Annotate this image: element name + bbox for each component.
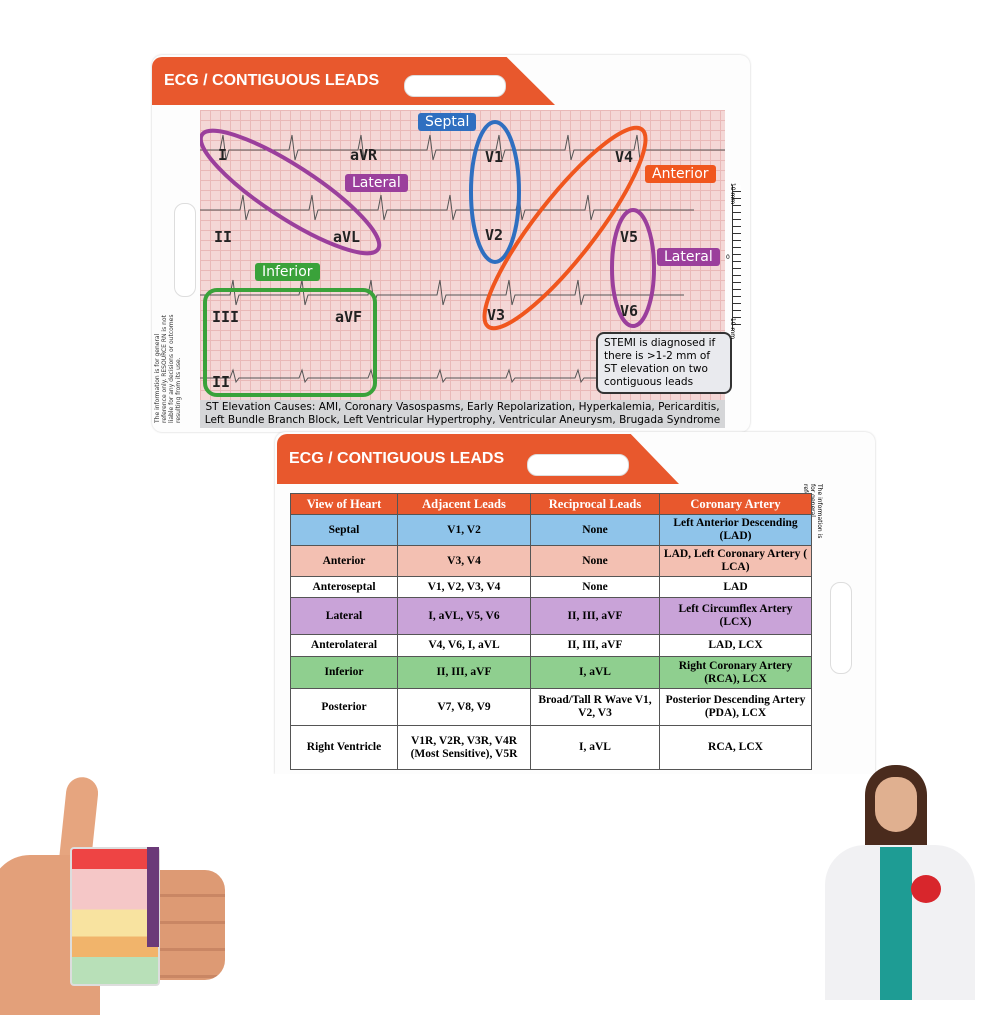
table-cell: I, aVL, V5, V6 xyxy=(397,597,531,635)
table-cell: None xyxy=(530,576,660,598)
doctor-photo xyxy=(825,765,975,1000)
lead-label: II xyxy=(214,228,233,246)
table-cell: LAD, LCX xyxy=(659,634,812,657)
lead-label: aVL xyxy=(333,228,361,246)
anterior-tag: Anterior xyxy=(645,165,716,183)
table-cell: Broad/Tall R Wave V1, V2, V3 xyxy=(530,688,660,726)
table-cell: None xyxy=(530,514,660,546)
table-cell: V7, V8, V9 xyxy=(397,688,531,726)
inferior-box xyxy=(203,288,377,397)
lead-label: aVR xyxy=(350,146,378,164)
lead-label: V6 xyxy=(620,302,639,320)
table-cell: Posterior xyxy=(290,688,398,726)
ecg-trace-row3 xyxy=(200,279,684,306)
ecg-strip: I aVR V1 V4 II aVL V2 V5 III aVF V3 V6 I… xyxy=(200,110,732,400)
anterior-ellipse xyxy=(482,125,648,331)
septal-ellipse xyxy=(469,120,521,264)
table-cell: II, III, aVF xyxy=(530,597,660,635)
mini-card-band xyxy=(147,847,159,947)
mm-ruler xyxy=(732,185,749,330)
table-cell: II, III, aVF xyxy=(530,634,660,657)
table-cell: V1R, V2R, V3R, V4R (Most Sensitive), V5R xyxy=(397,725,531,770)
table-cell: RCA, LCX xyxy=(659,725,812,770)
ruler-label-top: 10 mm xyxy=(729,182,737,205)
side-slot xyxy=(174,203,196,297)
column-header: View of Heart xyxy=(290,493,398,515)
lateral-limb-ellipse xyxy=(200,128,382,256)
lead-label: aVF xyxy=(335,308,363,326)
ruler-label-mid: 0 xyxy=(726,254,730,261)
causes-list: AMI, Coronary Vasospasms, Early Repolari… xyxy=(204,401,721,426)
lead-label: I xyxy=(218,146,228,164)
disclaimer-text: The information is for general reference… xyxy=(154,314,182,423)
lead-label: V4 xyxy=(615,148,634,166)
lateral-precordial-ellipse xyxy=(610,208,656,328)
table-cell: Left Circumflex Artery (LCX) xyxy=(659,597,812,635)
table-cell: V4, V6, I, aVL xyxy=(397,634,531,657)
table-cell: Septal xyxy=(290,514,398,546)
table-cell: V1, V2 xyxy=(397,514,531,546)
lead-label: III xyxy=(212,308,240,326)
ecg-trace-row2 xyxy=(200,194,694,221)
table-cell: None xyxy=(530,545,660,577)
face xyxy=(875,777,917,832)
ruler-label-bottom: 10 mm xyxy=(729,317,737,340)
st-elevation-causes: ST Elevation Causes: AMI, Coronary Vasos… xyxy=(200,400,725,428)
lead-label: V2 xyxy=(485,226,504,244)
column-header: Coronary Artery xyxy=(659,493,812,515)
column-header: Reciprocal Leads xyxy=(530,493,660,515)
table-cell: V3, V4 xyxy=(397,545,531,577)
table-header-row: View of Heart Adjacent Leads Reciprocal … xyxy=(290,493,812,515)
lead-label: V1 xyxy=(485,148,504,166)
inferior-tag: Inferior xyxy=(255,263,320,281)
table-cell: Anterolateral xyxy=(290,634,398,657)
table-cell: Lateral xyxy=(290,597,398,635)
table-cell: V1, V2, V3, V4 xyxy=(397,576,531,598)
ecg-trace-row1 xyxy=(200,134,725,161)
table-cell: LAD, Left Coronary Artery ( LCA) xyxy=(659,545,812,577)
lead-label: V5 xyxy=(620,228,639,246)
table-cell: Right Ventricle xyxy=(290,725,398,770)
table-cell: I, aVL xyxy=(530,725,660,770)
table-cell: II, III, aVF xyxy=(397,656,531,689)
contiguous-leads-table: View of Heart Adjacent Leads Reciprocal … xyxy=(290,493,812,770)
table-cell: I, aVL xyxy=(530,656,660,689)
lanyard-slot xyxy=(527,454,629,476)
ecg-traces xyxy=(200,120,725,397)
table-cutoff-mask xyxy=(270,774,890,784)
table-cell: LAD xyxy=(659,576,812,598)
lateral-precordial-tag: Lateral xyxy=(657,248,720,266)
ecg-trace-row4 xyxy=(200,368,684,384)
column-header: Adjacent Leads xyxy=(397,493,531,515)
table-cell: Left Anterior Descending (LAD) xyxy=(659,514,812,546)
table-cell: Right Coronary Artery (RCA), LCX xyxy=(659,656,812,689)
back-card-title: ECG / CONTIGUOUS LEADS xyxy=(289,450,505,467)
table-cell: Inferior xyxy=(290,656,398,689)
front-card-title: ECG / CONTIGUOUS LEADS xyxy=(164,72,380,89)
lead-label: V3 xyxy=(487,306,506,324)
scrubs xyxy=(880,847,912,1000)
mini-card xyxy=(70,847,160,986)
stemi-note: STEMI is diagnosed if there is >1-2 mm o… xyxy=(596,332,732,394)
causes-label: ST Elevation Causes: xyxy=(205,401,316,413)
heart-model xyxy=(911,875,941,903)
hand-photo xyxy=(0,775,230,1015)
lead-label: II xyxy=(212,373,231,391)
septal-tag: Septal xyxy=(418,113,477,131)
lateral-limb-tag: Lateral xyxy=(345,174,408,192)
table-cell: Anteroseptal xyxy=(290,576,398,598)
side-slot xyxy=(830,582,852,674)
lanyard-slot xyxy=(404,75,506,97)
table-cell: Posterior Descending Artery (PDA), LCX xyxy=(659,688,812,726)
table-cell: Anterior xyxy=(290,545,398,577)
